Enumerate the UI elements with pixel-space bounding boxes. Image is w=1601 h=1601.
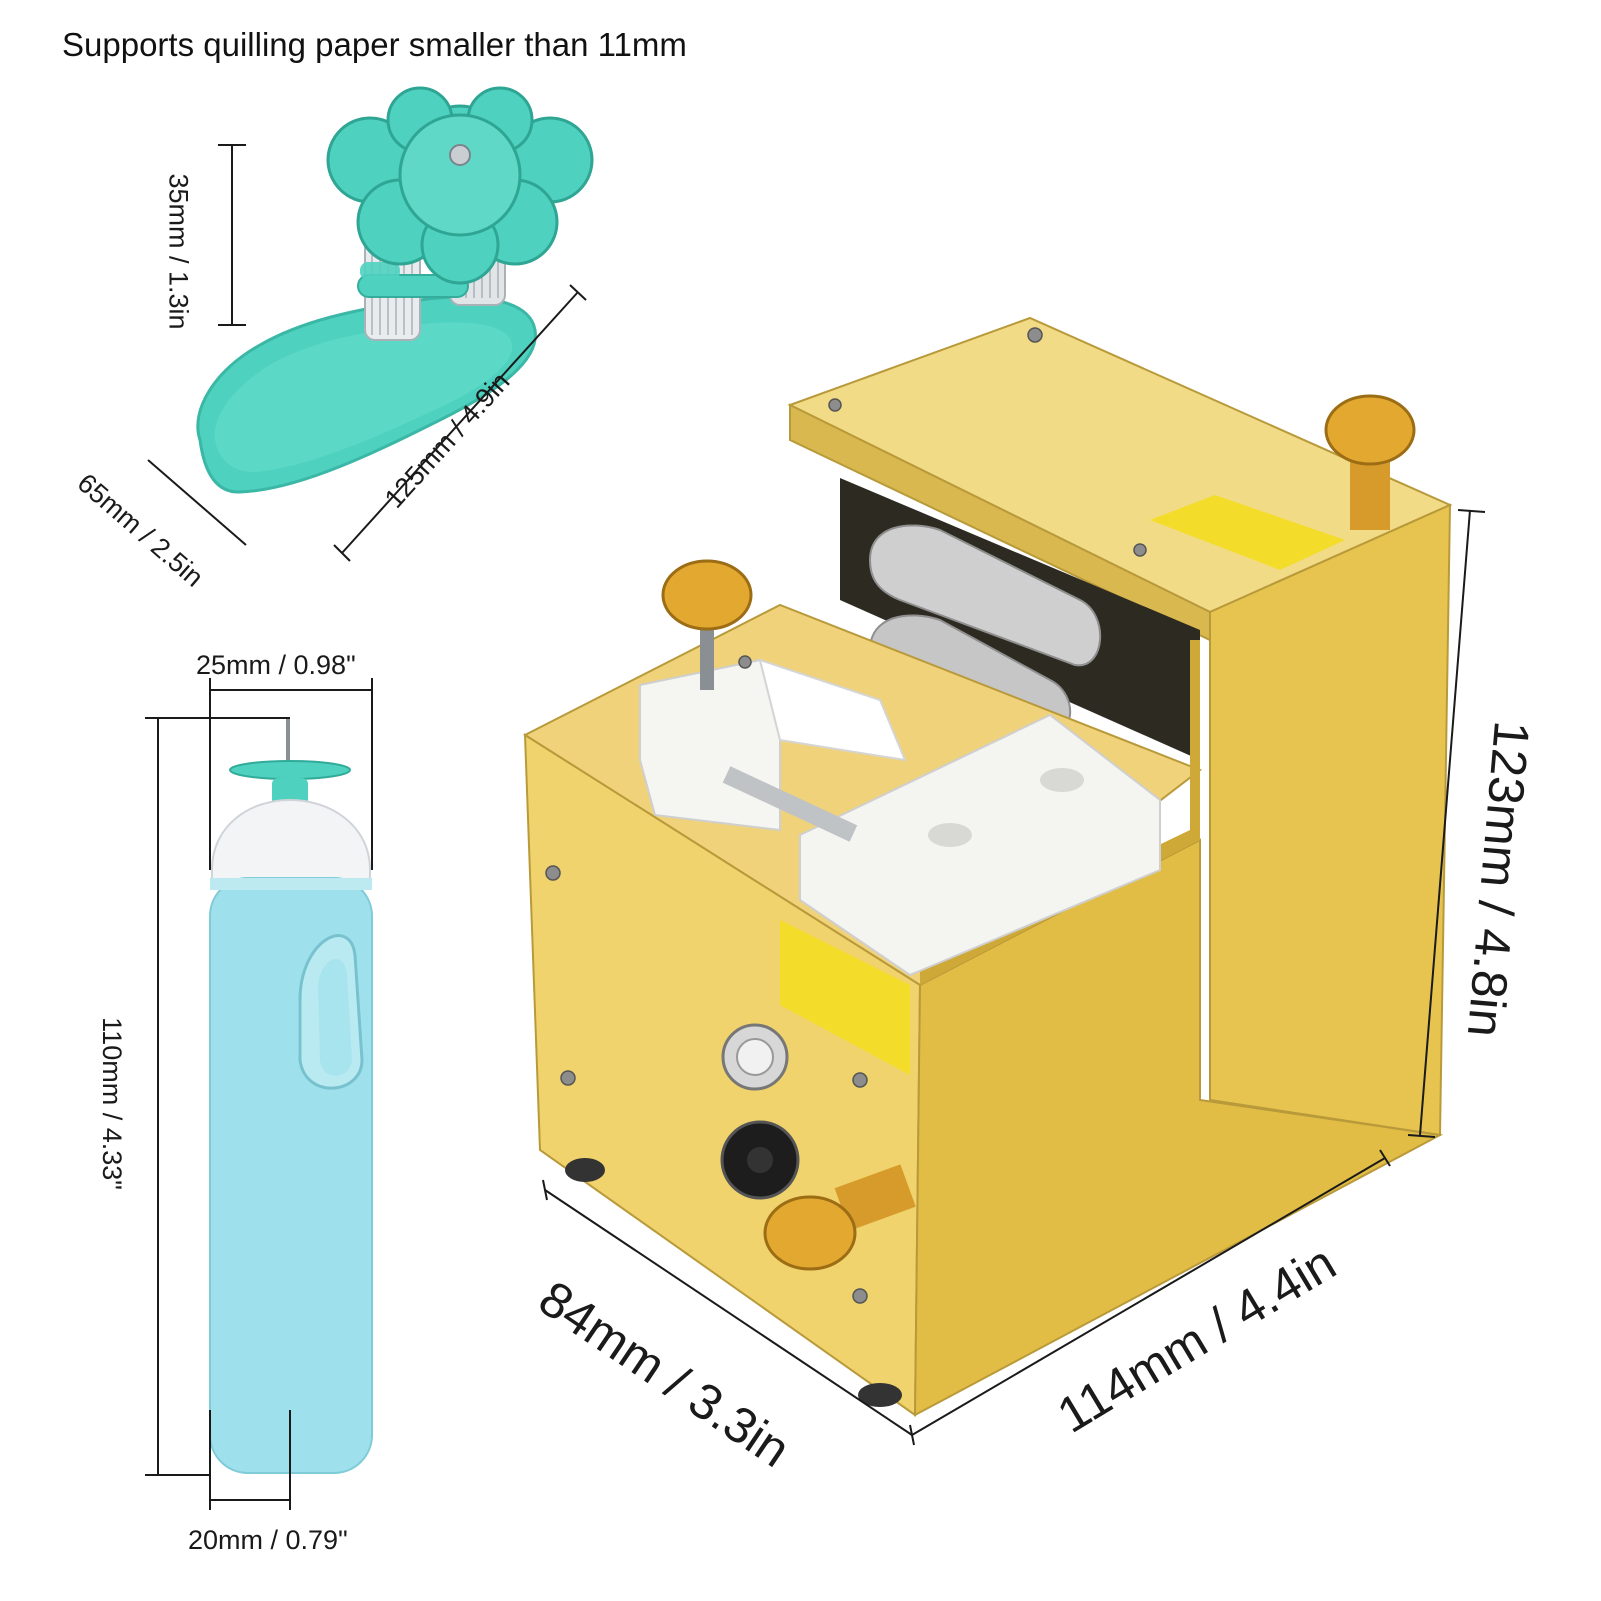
pen-white-cap bbox=[211, 798, 371, 881]
quilling-holder bbox=[196, 86, 594, 494]
pen-height-label: 110mm / 4.33" bbox=[96, 1017, 127, 1190]
yellow-label-front bbox=[780, 920, 910, 1075]
machine-right-upper bbox=[1209, 503, 1452, 1137]
quilling-pen bbox=[209, 718, 373, 1474]
holder-height-label: 35mm / 1.3in bbox=[163, 173, 194, 330]
pen-dimension-lines bbox=[145, 678, 373, 1510]
pen-top-width-label: 25mm / 0.98" bbox=[196, 650, 356, 680]
holder-center-screw bbox=[449, 144, 471, 166]
gold-machine bbox=[522, 316, 1453, 1417]
machine-white-guides bbox=[639, 658, 1161, 977]
pen-bottom-width-label: 20mm / 0.79" bbox=[188, 1525, 348, 1555]
holder-dimension-lines bbox=[147, 144, 587, 562]
pen-top-disc bbox=[229, 760, 351, 780]
machine-knobs bbox=[661, 394, 1416, 1271]
machine-dimension-lines bbox=[542, 509, 1486, 1446]
yellow-label-top bbox=[1150, 495, 1345, 570]
headline: Supports quilling paper smaller than 11m… bbox=[62, 26, 687, 63]
